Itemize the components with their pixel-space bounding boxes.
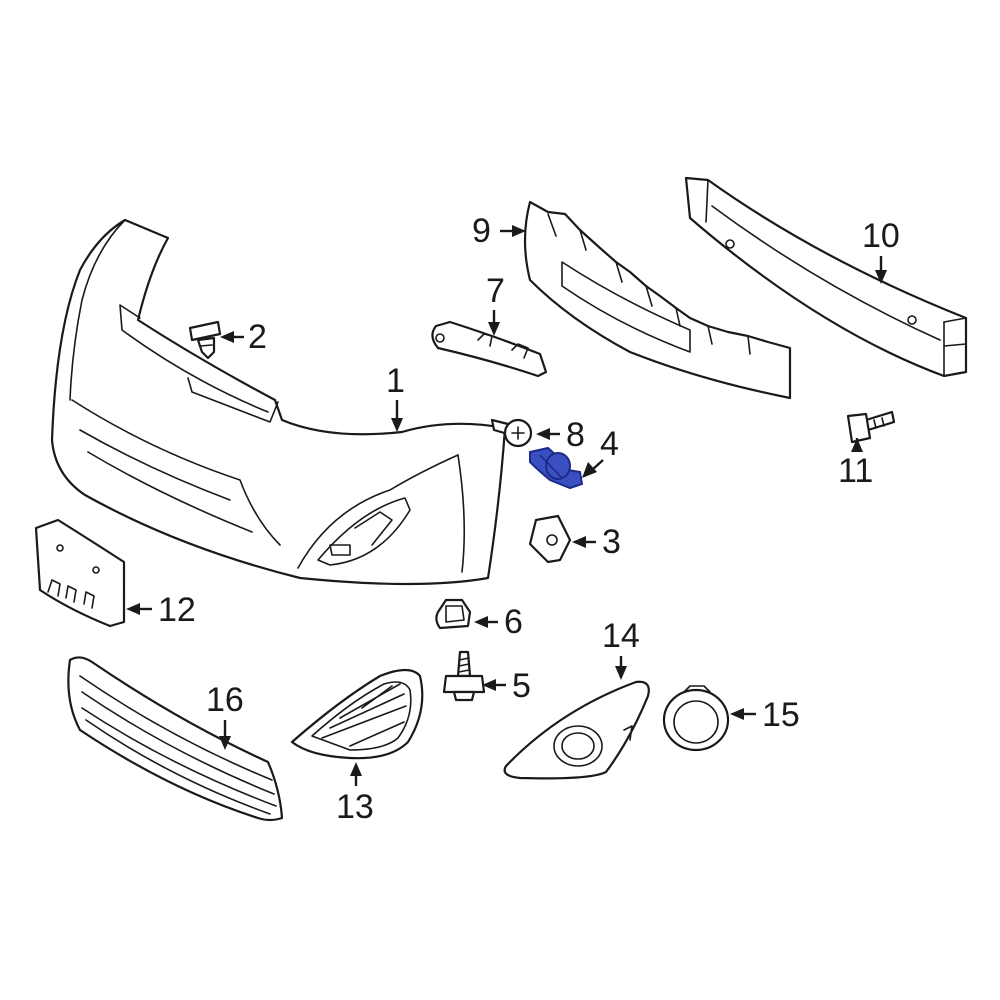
callout-3-label: 3 [602, 523, 621, 561]
part-5-screw[interactable] [442, 650, 486, 702]
part-6-retainer-clip[interactable] [435, 598, 472, 630]
part-3-bracket-nut[interactable] [528, 514, 572, 564]
callout-11-label: 11 [838, 452, 873, 490]
callout-1-arrow [391, 418, 403, 432]
callout-2-label: 2 [248, 318, 267, 356]
part-9-energy-absorber[interactable] [523, 200, 792, 400]
callout-16: 16 [206, 681, 244, 750]
callout-4-arrow [582, 462, 597, 478]
callout-14: 14 [602, 617, 640, 680]
callout-15-label: 15 [762, 696, 800, 734]
callout-3-arrow [572, 536, 586, 548]
callout-9: 9 [472, 212, 526, 250]
callout-15: 15 [730, 696, 800, 734]
callout-1: 1 [386, 362, 405, 432]
part-11-bolt[interactable] [846, 410, 896, 444]
callout-15-arrow [730, 708, 744, 720]
callout-11: 11 [838, 438, 873, 490]
callout-13-label: 13 [336, 788, 374, 826]
part-1-bumper-cover[interactable] [50, 218, 507, 586]
callout-6-label: 6 [504, 603, 523, 641]
callout-10: 10 [862, 217, 900, 284]
callout-12-arrow [126, 603, 140, 615]
part-2-push-clip[interactable] [188, 320, 222, 360]
callout-7: 7 [486, 272, 505, 336]
callout-10-label: 10 [862, 217, 900, 255]
part-10-reinforcement-beam[interactable] [684, 176, 968, 378]
callout-12-label: 12 [158, 591, 196, 629]
callout-2-arrow [220, 331, 234, 343]
callout-8-label: 8 [566, 416, 585, 454]
part-7-retainer-bracket[interactable] [431, 320, 548, 378]
callout-14-label: 14 [602, 617, 640, 655]
part-13-side-grille[interactable] [290, 668, 424, 760]
callout-11-arrow [851, 438, 863, 452]
part-8-bolt[interactable] [490, 418, 533, 448]
callout-6-arrow [474, 616, 488, 628]
callout-3: 3 [572, 523, 621, 561]
callout-16-arrow [219, 736, 231, 750]
callout-4-label: 4 [600, 425, 619, 463]
callout-5-arrow [482, 679, 496, 691]
callout-9-arrow [512, 225, 526, 237]
callout-6: 6 [474, 603, 523, 641]
callout-16-label: 16 [206, 681, 244, 719]
part-12-license-bracket[interactable] [34, 518, 126, 628]
callout-10-arrow [875, 270, 887, 284]
part-4-bolt-highlighted[interactable] [529, 446, 584, 490]
callout-12: 12 [126, 591, 196, 629]
callout-8-arrow [536, 428, 550, 440]
callout-14-arrow [615, 666, 627, 680]
callout-5: 5 [482, 667, 531, 705]
callout-5-label: 5 [512, 667, 531, 705]
callout-1-label: 1 [386, 362, 405, 400]
callout-13-arrow [350, 762, 362, 776]
callout-4: 4 [582, 425, 619, 478]
part-16-lower-grille[interactable] [67, 656, 284, 822]
callout-2: 2 [220, 318, 267, 356]
part-14-fog-lamp-bezel[interactable] [503, 680, 650, 780]
callout-13: 13 [336, 762, 374, 826]
part-15-fog-lamp-ring[interactable] [662, 685, 730, 752]
callout-8: 8 [536, 416, 585, 454]
callout-9-label: 9 [472, 212, 491, 250]
callout-4-leader [591, 459, 604, 471]
callout-7-label: 7 [486, 272, 505, 310]
callout-7-arrow [488, 322, 500, 336]
